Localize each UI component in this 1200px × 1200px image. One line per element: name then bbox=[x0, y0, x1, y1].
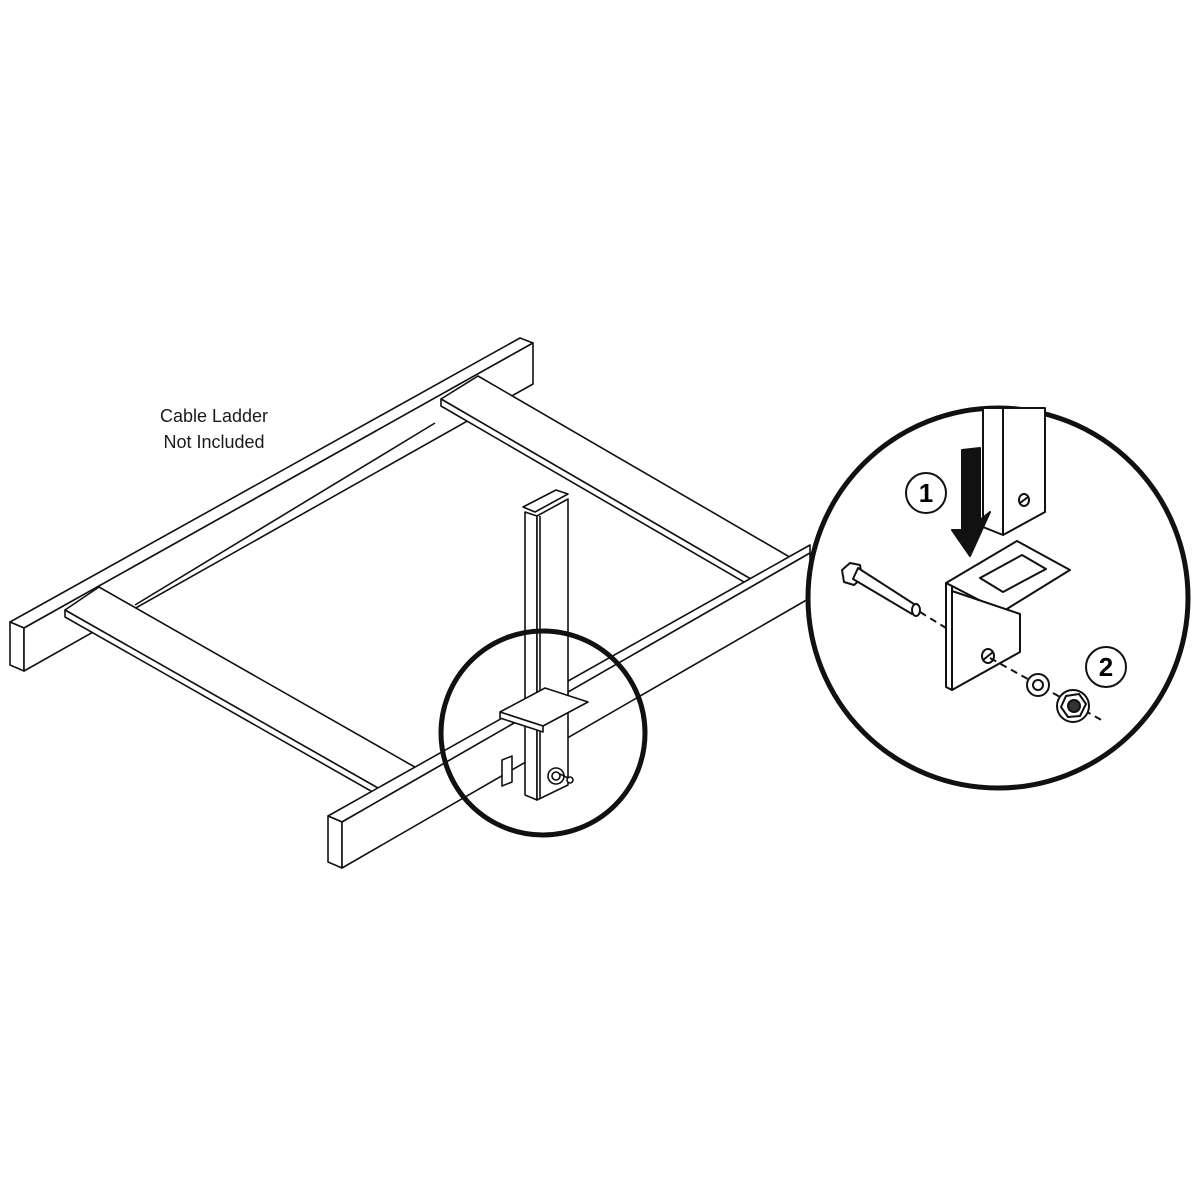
note-line-1: Cable Ladder bbox=[159, 406, 269, 426]
detail-lock-washer bbox=[1026, 673, 1050, 697]
post-nut bbox=[547, 767, 574, 785]
detail-flange-nut bbox=[1056, 689, 1090, 723]
step-1-badge bbox=[905, 472, 947, 514]
down-arrow-icon bbox=[951, 447, 991, 557]
detail-l-bracket bbox=[945, 540, 1071, 691]
step-1-number: 1 bbox=[918, 478, 934, 508]
ladder-inner-line bbox=[134, 422, 436, 606]
cable-ladder-note: Cable Ladder Not Included bbox=[129, 403, 299, 455]
detail-locator-circle bbox=[438, 628, 648, 838]
ladder-rung-front bbox=[64, 586, 421, 800]
note-line-2: Not Included bbox=[163, 432, 265, 452]
ladder-side-rail-back bbox=[9, 337, 534, 672]
post-bracket bbox=[499, 687, 589, 787]
vertical-post bbox=[522, 489, 569, 801]
ladder-rung-back bbox=[440, 375, 813, 601]
step-2-number: 2 bbox=[1098, 652, 1114, 682]
step-2-badge bbox=[1085, 646, 1127, 688]
detail-post bbox=[982, 407, 1046, 536]
detail-hex-bolt bbox=[841, 562, 921, 617]
